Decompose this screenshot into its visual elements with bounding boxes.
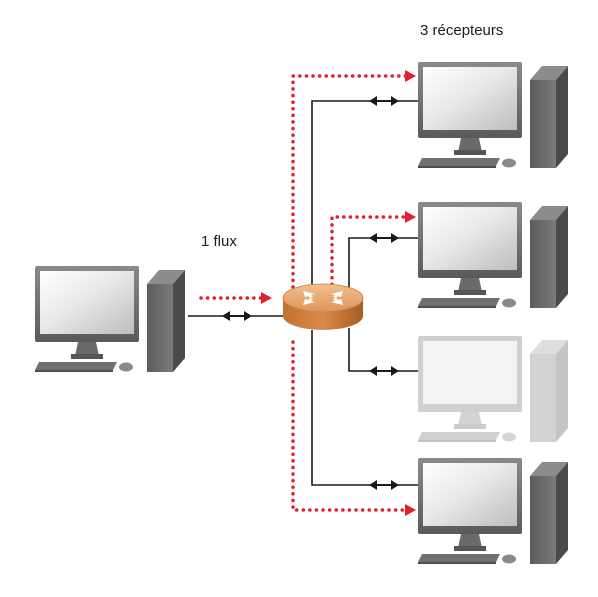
- stream-arrowheads: [261, 70, 416, 516]
- stream-to-receiver-1: [291, 74, 408, 289]
- inactive-computer-icon: [418, 336, 568, 442]
- multicast-stream: [199, 74, 408, 512]
- router-icon: [282, 283, 364, 330]
- red-arrow-icon: [405, 504, 416, 516]
- stream-to-receiver-4: [291, 340, 408, 512]
- link-router-receiver-4: [311, 330, 418, 486]
- receivers-count-label: 3 récepteurs: [420, 22, 504, 39]
- bidirectional-arrow-icon: [368, 479, 400, 491]
- receiver-computer-icon: [418, 458, 568, 564]
- receiver-computer-icon: [418, 62, 568, 168]
- red-arrow-icon: [261, 292, 272, 304]
- red-arrow-icon: [405, 70, 416, 82]
- bidirectional-arrow-icon: [368, 95, 400, 107]
- bidirectional-arrow-icon: [368, 365, 400, 377]
- link-router-receiver-3: [348, 328, 418, 372]
- stream-to-receiver-2: [330, 215, 408, 293]
- link-router-receiver-1: [311, 100, 418, 296]
- sender-computer-icon: [35, 266, 185, 372]
- receiver-computer-icon: [418, 202, 568, 308]
- stream-count-label: 1 flux: [201, 233, 237, 250]
- bidirectional-arrow-icon: [221, 310, 253, 322]
- bidirectional-arrow-icon: [368, 232, 400, 244]
- red-arrow-icon: [405, 211, 416, 223]
